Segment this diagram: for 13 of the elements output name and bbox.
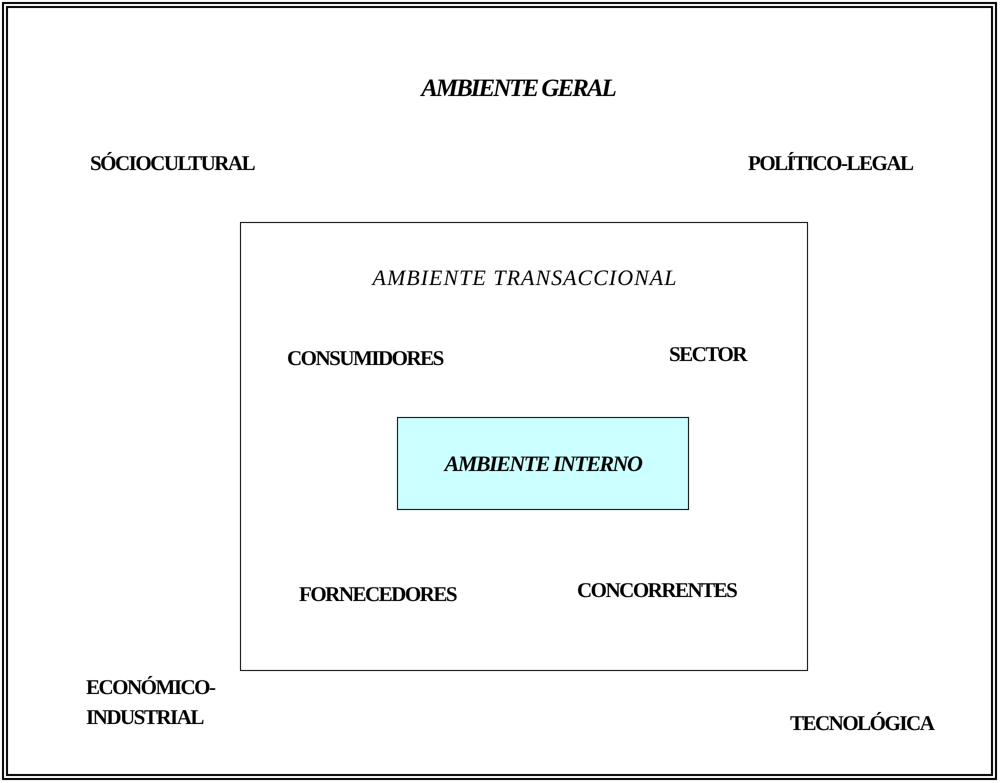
- area-label: ECONÓMICO- INDUSTRIAL: [86, 674, 216, 731]
- area-label: AMBIENTE INTERNO: [444, 450, 642, 478]
- area-label: CONCORRENTES: [577, 577, 736, 604]
- area-label: SÓCIOCULTURAL: [90, 150, 254, 177]
- area-label: POLÍTICO-LEGAL: [748, 150, 913, 177]
- area-label: AMBIENTE TRANSACCIONAL: [370, 264, 678, 292]
- area-label: AMBIENTE GERAL: [419, 74, 616, 104]
- core-box: [397, 417, 689, 510]
- area-label: FORNECEDORES: [299, 581, 456, 608]
- inner-box: [240, 222, 808, 671]
- area-label: CONSUMIDORES: [287, 345, 443, 372]
- area-label: SECTOR: [669, 341, 746, 368]
- area-label: TECNOLÓGICA: [790, 710, 934, 737]
